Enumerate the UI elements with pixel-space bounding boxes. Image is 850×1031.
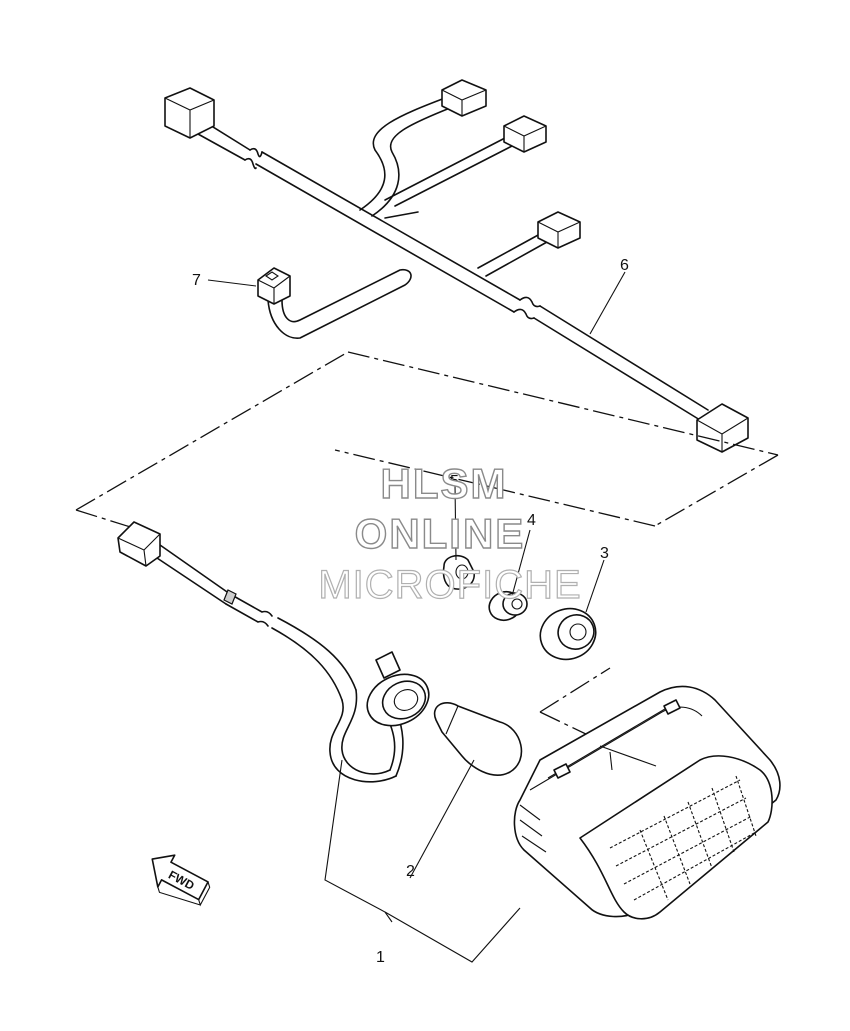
callout-3: 3 <box>600 545 609 562</box>
callout-2: 2 <box>406 863 415 880</box>
watermark-line-1: HLSM <box>381 460 508 507</box>
assembly-frame <box>75 351 779 737</box>
forward-arrow-icon: FWD <box>151 854 211 907</box>
callout-5: 5 <box>450 473 459 490</box>
wire-harness-icon <box>164 79 749 453</box>
collar-icon <box>488 590 528 622</box>
callout-4: 4 <box>527 512 536 529</box>
callout-7: 7 <box>192 272 201 289</box>
grommet-icon <box>539 607 597 661</box>
socket-cord-icon <box>117 521 430 783</box>
watermark-line-2: ONLINE <box>355 510 526 557</box>
damper-icon <box>442 554 475 590</box>
leader-lines <box>207 271 626 963</box>
callout-6: 6 <box>620 257 629 274</box>
callout-1: 1 <box>376 949 385 966</box>
tail-light-assembly-icon <box>513 685 781 920</box>
watermark-line-3: MICROFICHE <box>318 563 581 607</box>
bulb-icon <box>433 702 523 776</box>
watermark: HLSM ONLINE MICROFICHE <box>318 459 582 607</box>
lead-wire-icon <box>257 267 412 339</box>
callout-labels: 1 2 3 4 5 6 7 <box>192 257 629 966</box>
